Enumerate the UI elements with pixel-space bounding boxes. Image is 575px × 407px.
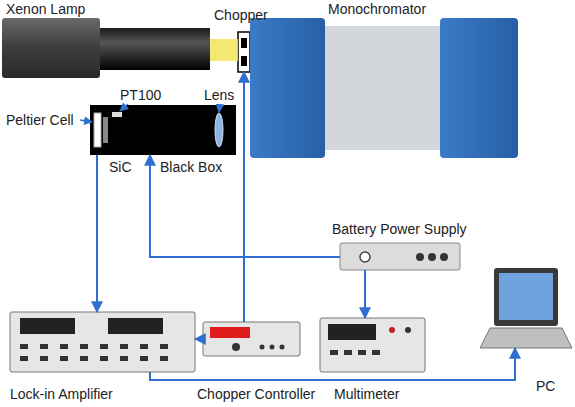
leader-line bbox=[219, 104, 220, 112]
lens bbox=[215, 113, 223, 147]
button bbox=[344, 350, 352, 355]
lamp-tube bbox=[100, 28, 210, 70]
terminal bbox=[389, 327, 395, 333]
leader-line bbox=[120, 104, 128, 111]
power-supply: Battery Power Supply bbox=[340, 243, 460, 270]
signal-wire bbox=[96, 155, 98, 312]
chopper-slot bbox=[241, 38, 247, 48]
laptop-display bbox=[499, 273, 553, 320]
lockin-amplifier: Lock-in Amplifier bbox=[10, 312, 195, 372]
button bbox=[358, 350, 366, 355]
light-beam bbox=[210, 39, 238, 61]
knob bbox=[440, 253, 448, 261]
device-label: Monochromator bbox=[328, 1, 426, 17]
chopper-controller: Chopper Controller bbox=[203, 322, 300, 356]
button bbox=[372, 350, 380, 355]
lockin-display bbox=[20, 318, 75, 334]
knob bbox=[280, 345, 285, 350]
lockin-panel bbox=[10, 312, 195, 372]
knob bbox=[416, 253, 424, 261]
peltier-cell bbox=[94, 113, 101, 147]
battery-supply bbox=[340, 243, 460, 270]
knob bbox=[270, 345, 275, 350]
device-label: Battery Power Supply bbox=[332, 221, 467, 237]
part-label: SiC bbox=[109, 159, 132, 175]
button bbox=[160, 344, 168, 349]
chopper-slot bbox=[241, 56, 247, 66]
monochromator-body bbox=[325, 26, 440, 150]
laptop-pc: PC bbox=[480, 268, 572, 348]
device-label: Xenon Lamp bbox=[6, 1, 85, 17]
button bbox=[40, 344, 48, 349]
button bbox=[160, 356, 168, 361]
button bbox=[140, 356, 148, 361]
button bbox=[120, 344, 128, 349]
chopper-blade bbox=[238, 32, 250, 72]
button bbox=[20, 356, 28, 361]
laptop-screen bbox=[494, 268, 558, 326]
terminal bbox=[405, 327, 411, 333]
button bbox=[60, 344, 68, 349]
part-label: Peltier Cell bbox=[6, 112, 74, 128]
button bbox=[120, 356, 128, 361]
device-label: Chopper Controller bbox=[197, 386, 315, 402]
button bbox=[60, 356, 68, 361]
signal-wire bbox=[150, 348, 515, 380]
knob bbox=[428, 253, 436, 261]
signal-wire bbox=[243, 72, 245, 322]
monochromator-end bbox=[440, 18, 518, 158]
black-box: Black Box bbox=[90, 105, 236, 155]
chopper: Chopper bbox=[238, 32, 250, 72]
button bbox=[80, 356, 88, 361]
pt100-sensor bbox=[112, 112, 122, 117]
button bbox=[330, 350, 338, 355]
button-row bbox=[330, 350, 380, 355]
monochromator-end bbox=[250, 18, 325, 158]
signal-wire bbox=[364, 270, 366, 318]
laptop-base bbox=[480, 328, 572, 348]
device-label: PC bbox=[536, 378, 555, 394]
xenon-lamp: Xenon Lamp bbox=[2, 18, 210, 78]
lockin-display bbox=[108, 318, 163, 334]
button bbox=[100, 344, 108, 349]
monochromator: Monochromator bbox=[250, 18, 518, 158]
button bbox=[140, 344, 148, 349]
multimeter-panel bbox=[320, 318, 425, 372]
device-label: Lock-in Amplifier bbox=[10, 386, 113, 402]
device-label: Black Box bbox=[160, 159, 222, 175]
signal-wire bbox=[195, 338, 203, 340]
multimeter: Multimeter bbox=[320, 318, 425, 372]
button bbox=[100, 356, 108, 361]
controller-display bbox=[210, 327, 250, 338]
leader-line bbox=[80, 120, 92, 122]
knob bbox=[260, 345, 265, 350]
device-label: Multimeter bbox=[334, 386, 399, 402]
part-label: Lens bbox=[204, 87, 234, 103]
lamp-housing bbox=[2, 18, 100, 78]
button-row bbox=[20, 344, 168, 361]
button bbox=[40, 356, 48, 361]
black-box bbox=[90, 105, 236, 155]
button bbox=[20, 344, 28, 349]
multimeter-display bbox=[328, 324, 376, 340]
output-jack bbox=[360, 252, 370, 262]
sic-sample bbox=[103, 117, 108, 143]
device-label: Chopper bbox=[214, 7, 268, 23]
controller-panel bbox=[203, 322, 300, 356]
button bbox=[80, 344, 88, 349]
part-label: PT100 bbox=[120, 87, 161, 103]
knob bbox=[232, 343, 240, 351]
